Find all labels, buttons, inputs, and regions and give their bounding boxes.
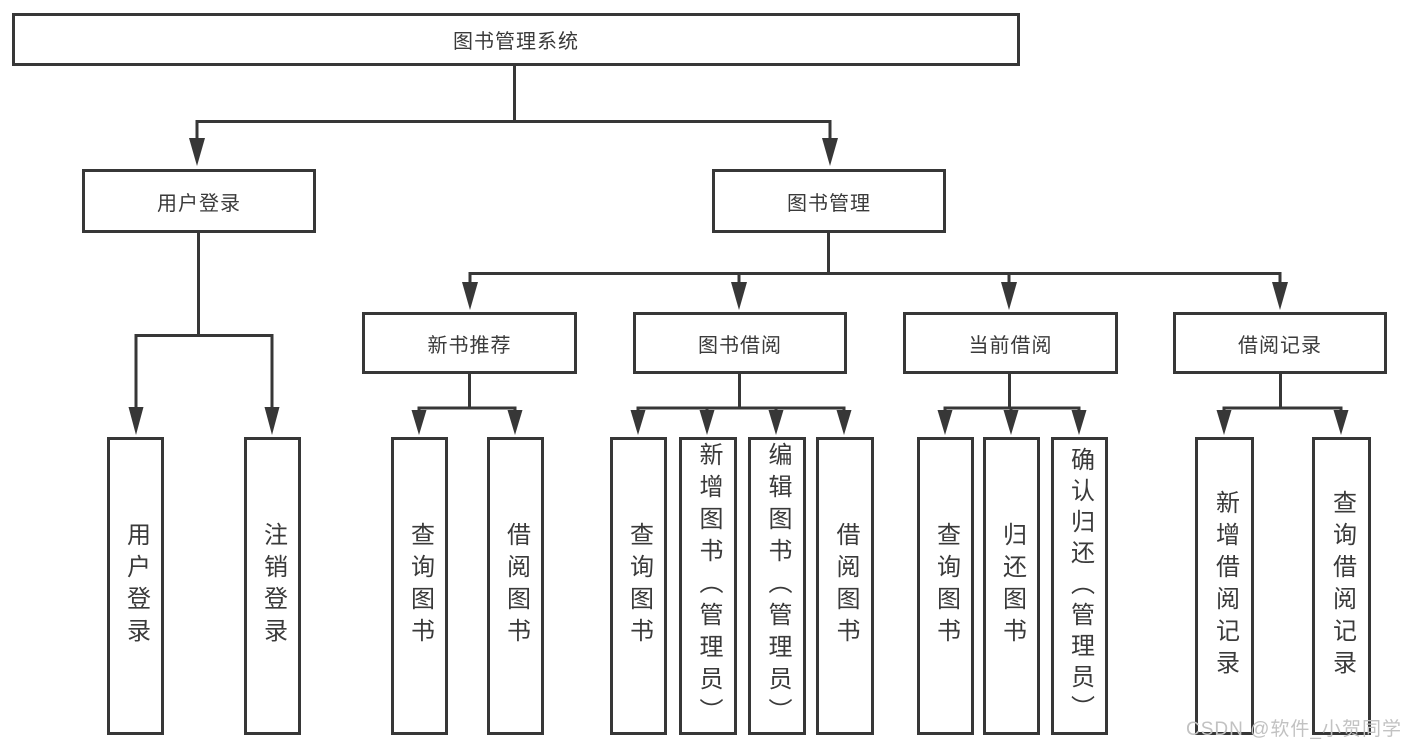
arrowhead-br-query <box>1333 410 1349 435</box>
arrowhead-bb-add <box>699 410 715 435</box>
node-current-borrowing-label: 当前借阅 <box>968 334 1053 357</box>
leaf-bb-query-books: 查询图书 <box>610 437 667 735</box>
node-user-login: 用户登录 <box>82 169 316 233</box>
leaf-cb-return-books: 归还图书 <box>983 437 1040 735</box>
node-borrowing-records-label: 借阅记录 <box>1238 334 1322 357</box>
arrowhead-nb-query <box>411 410 427 435</box>
leaf-br-query-record-label: 查询借阅记录 <box>1328 490 1356 682</box>
leaf-logout-login-label: 注销登录 <box>259 522 287 650</box>
arrowhead-cb-return <box>1003 410 1019 435</box>
arrowhead-cb-query <box>937 410 953 435</box>
node-user-login-label: 用户登录 <box>157 192 241 215</box>
node-system-root: 图书管理系统 <box>12 13 1020 66</box>
leaf-bb-edit-books-admin: 编辑图书（管理员） <box>748 437 806 735</box>
arrowhead-borrowing-records <box>1272 282 1288 310</box>
leaf-nb-query-books: 查询图书 <box>391 437 448 735</box>
leaf-cb-query-books: 查询图书 <box>917 437 974 735</box>
leaf-bb-borrow-books-label: 借阅图书 <box>832 522 859 650</box>
arrowhead-bb-query <box>630 410 646 435</box>
leaf-bb-edit-books-admin-label: 编辑图书（管理员） <box>764 442 791 730</box>
leaf-br-add-record-label: 新增借阅记录 <box>1211 490 1239 682</box>
leaf-logout-login: 注销登录 <box>244 437 301 735</box>
arrowhead-nb-borrow <box>507 410 523 435</box>
csdn-watermark: CSDN @软件_小贺同学 <box>1186 719 1402 740</box>
node-current-borrowing: 当前借阅 <box>903 312 1118 374</box>
arrowhead-new-book <box>462 282 478 310</box>
arrowhead-cb-confirm <box>1071 410 1087 435</box>
leaf-nb-query-books-label: 查询图书 <box>406 522 434 650</box>
leaf-cb-confirm-return-admin-label: 确认归还（管理员） <box>1066 446 1094 726</box>
node-book-management-label: 图书管理 <box>787 192 871 215</box>
node-book-management: 图书管理 <box>712 169 946 233</box>
leaf-bb-borrow-books: 借阅图书 <box>816 437 874 735</box>
leaf-nb-borrow-books-label: 借阅图书 <box>502 522 530 650</box>
leaf-cb-confirm-return-admin: 确认归还（管理员） <box>1051 437 1108 735</box>
leaf-br-query-record: 查询借阅记录 <box>1312 437 1371 735</box>
leaf-bb-add-books-admin: 新增图书（管理员） <box>679 437 737 735</box>
node-new-book-recommendation: 新书推荐 <box>362 312 577 374</box>
arrowhead-br-add <box>1216 410 1232 435</box>
arrowhead-bb-edit <box>768 410 784 435</box>
node-book-borrowing: 图书借阅 <box>633 312 847 374</box>
node-book-borrowing-label: 图书借阅 <box>698 334 782 357</box>
arrowhead-user-login <box>189 138 205 166</box>
leaf-bb-add-books-admin-label: 新增图书（管理员） <box>695 442 722 730</box>
leaf-bb-query-books-label: 查询图书 <box>625 522 653 650</box>
leaf-user-login-label: 用户登录 <box>122 522 150 650</box>
node-system-root-label: 图书管理系统 <box>453 31 579 53</box>
node-new-book-recommendation-label: 新书推荐 <box>427 334 512 357</box>
leaf-nb-borrow-books: 借阅图书 <box>487 437 544 735</box>
node-borrowing-records: 借阅记录 <box>1173 312 1387 374</box>
leaf-cb-query-books-label: 查询图书 <box>932 522 960 650</box>
arrowhead-leaf-logout <box>264 407 280 435</box>
leaf-user-login: 用户登录 <box>107 437 164 735</box>
arrowhead-book-management <box>822 138 838 166</box>
arrowhead-book-borrowing <box>731 282 747 310</box>
arrowhead-leaf-login <box>128 407 144 435</box>
leaf-br-add-record: 新增借阅记录 <box>1195 437 1254 735</box>
leaf-cb-return-books-label: 归还图书 <box>998 522 1026 650</box>
arrowhead-current-borrowing <box>1001 282 1017 310</box>
arrowhead-bb-borrow <box>836 410 852 435</box>
